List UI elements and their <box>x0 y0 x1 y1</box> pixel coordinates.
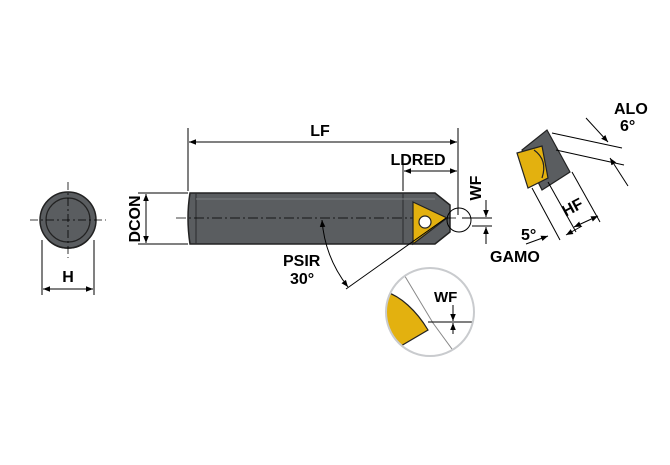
hf-label: HF <box>559 195 586 220</box>
side-view: DCON LF LDRED WF PSIR 30° <box>127 123 492 290</box>
h-label: H <box>62 269 74 286</box>
end-view: H <box>30 182 106 295</box>
gamo-angle: 5° <box>521 227 536 244</box>
alo-arrow-2 <box>609 157 629 187</box>
alo-ref-line-1 <box>551 132 623 149</box>
detail-circle-outline <box>385 267 475 357</box>
front-insert-edge <box>533 149 545 179</box>
lf-label: LF <box>310 123 330 140</box>
alo-label: ALO <box>614 101 648 118</box>
dcon-label: DCON <box>127 195 144 242</box>
insert-screw-hole <box>418 215 432 229</box>
psir-arc <box>319 219 349 288</box>
alo-angle: 6° <box>620 118 635 135</box>
gamo-label: GAMO <box>490 249 540 266</box>
tool-body <box>187 192 451 245</box>
psir-ref-line <box>345 217 447 290</box>
gamo-arrow-2 <box>565 225 583 236</box>
ldred-label: LDRED <box>390 152 445 169</box>
front-view: ALO 6° HF 5° GAMO <box>490 101 648 266</box>
detail-wf-label: WF <box>434 289 457 306</box>
tip-detail: WF <box>385 267 475 357</box>
hf-ext-1 <box>547 181 577 233</box>
wf-label: WF <box>468 175 485 200</box>
detail-body-edge <box>399 268 461 356</box>
hf-dim-line <box>573 215 599 228</box>
psir-label: PSIR <box>283 253 321 270</box>
hf-ext-2 <box>571 171 601 223</box>
alo-arrow-1 <box>585 117 609 143</box>
alo-ref-line-2 <box>555 149 625 166</box>
gamo-ref-line <box>531 187 561 241</box>
gamo-arrow-1 <box>525 235 549 245</box>
psir-angle: 30° <box>290 271 314 288</box>
tip-detail-marker <box>446 207 472 233</box>
